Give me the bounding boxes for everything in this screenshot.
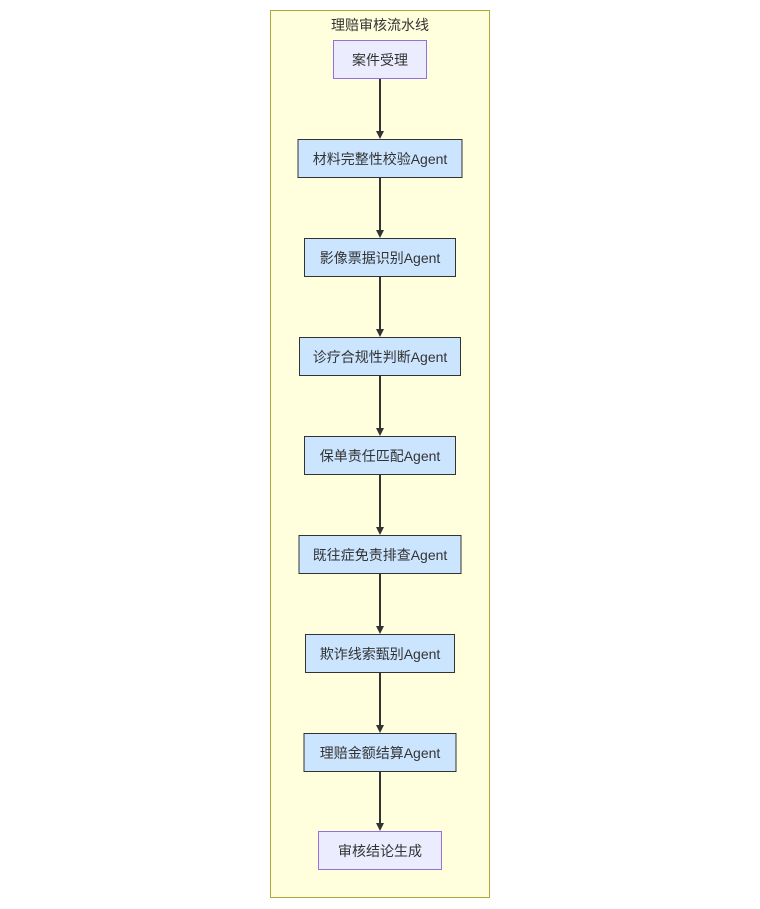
node-claim-amount-settlement-agent: 理赔金额结算Agent — [303, 733, 457, 772]
node-case-acceptance: 案件受理 — [333, 40, 427, 79]
edge-arrow-1 — [379, 79, 381, 131]
node-image-receipt-recognition-agent: 影像票据识别Agent — [304, 238, 456, 277]
pipeline-title: 理赔审核流水线 — [331, 17, 429, 33]
node-treatment-compliance-judgment-agent: 诊疗合规性判断Agent — [299, 337, 461, 376]
edge-arrow-3 — [379, 277, 381, 329]
node-fraud-clue-screening-agent: 欺诈线索甄别Agent — [305, 634, 455, 673]
node-material-completeness-check-agent: 材料完整性校验Agent — [297, 139, 463, 178]
node-preexisting-condition-exclusion-agent: 既往症免责排查Agent — [298, 535, 462, 574]
node-policy-liability-matching-agent: 保单责任匹配Agent — [304, 436, 456, 475]
edge-arrow-6 — [379, 574, 381, 626]
edge-arrow-5 — [379, 475, 381, 527]
node-review-conclusion-generation: 审核结论生成 — [318, 831, 442, 870]
edge-arrow-8 — [379, 772, 381, 823]
edge-arrow-4 — [379, 376, 381, 428]
edge-arrow-7 — [379, 673, 381, 725]
edge-arrow-2 — [379, 178, 381, 230]
